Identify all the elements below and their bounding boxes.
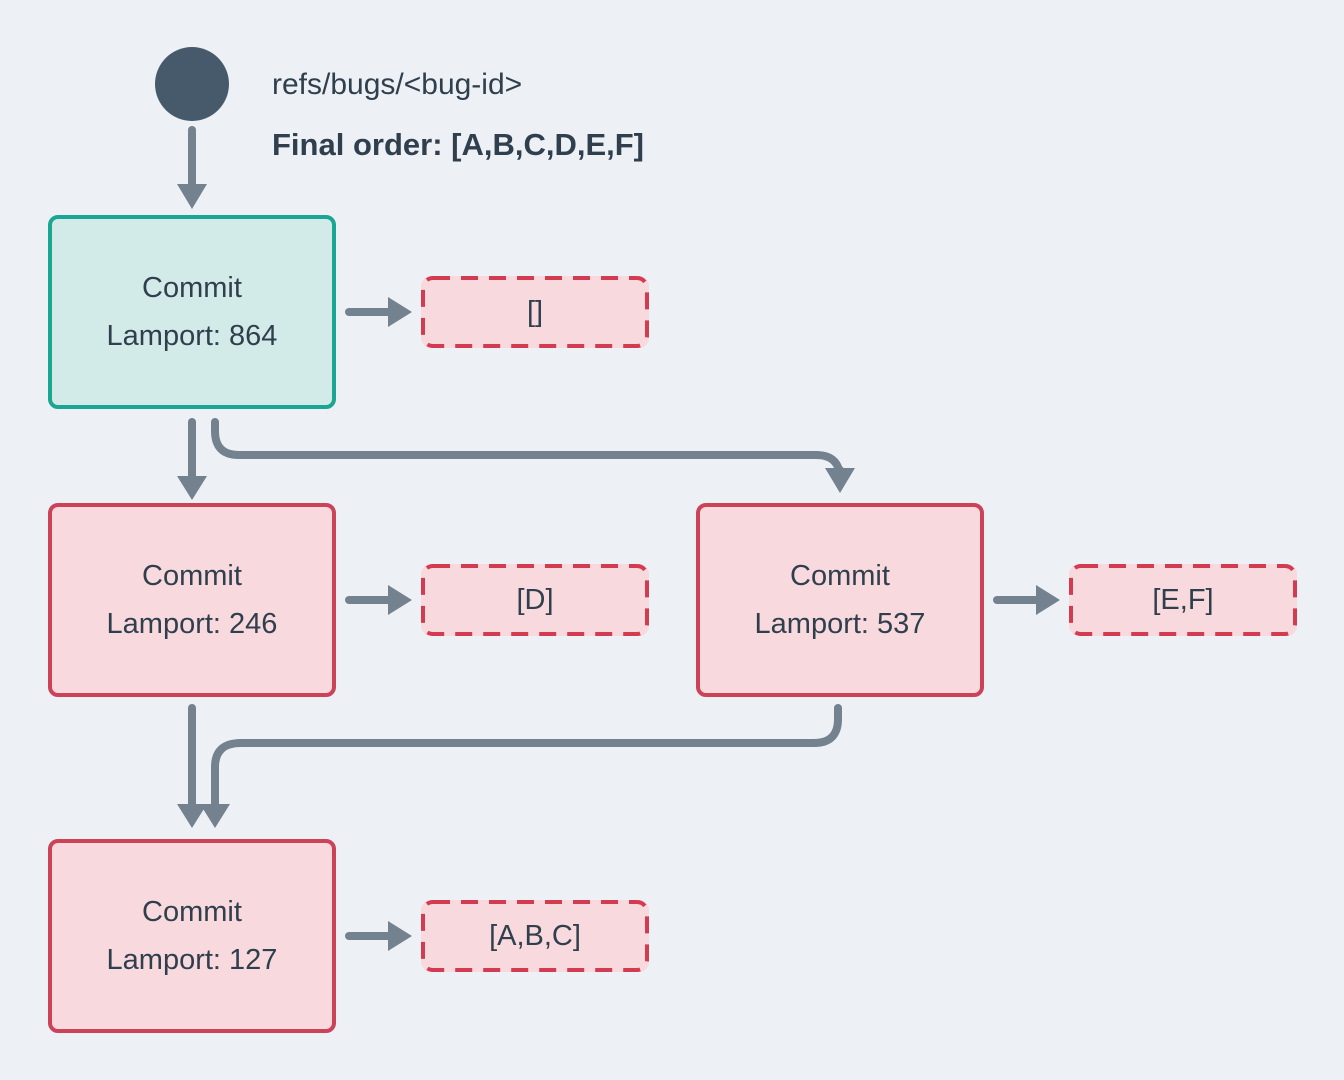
arrowhead-537-payload: [1036, 585, 1060, 615]
commit-lamport: Lamport: 537: [754, 608, 926, 640]
arrowhead-127-payload: [388, 921, 412, 951]
payload-value: [A,B,C]: [489, 919, 581, 952]
arrowhead-864-to-537: [825, 468, 855, 493]
commit-lamport: Lamport: 246: [106, 608, 278, 640]
final-order-label: Final order: [A,B,C,D,E,F]: [272, 127, 644, 162]
arrowhead-537-to-127: [200, 804, 230, 828]
commit-title: Commit: [142, 272, 242, 304]
commit-node-864: Commit Lamport: 864: [48, 215, 336, 409]
branch-ref-dot: [155, 47, 229, 121]
payload-box-246: [D]: [421, 564, 649, 636]
commit-node-537: Commit Lamport: 537: [696, 503, 984, 697]
arrowhead-246-to-127: [177, 804, 207, 828]
payload-value: []: [526, 295, 544, 328]
edge-537-to-127: [211, 704, 842, 810]
commit-lamport: Lamport: 127: [106, 944, 278, 976]
payload-box-864: []: [421, 276, 649, 348]
commit-title: Commit: [142, 560, 242, 592]
arrowhead-864-to-246: [177, 476, 207, 500]
arrowhead-ref-to-864: [177, 184, 207, 209]
arrowhead-864-payload: [388, 297, 412, 327]
payload-box-127: [A,B,C]: [421, 900, 649, 972]
payload-value: [E,F]: [1152, 583, 1214, 616]
commit-node-127: Commit Lamport: 127: [48, 839, 336, 1033]
edge-864-to-537: [211, 418, 844, 480]
payload-box-537: [E,F]: [1069, 564, 1297, 636]
payload-value: [D]: [516, 583, 554, 616]
commit-node-246: Commit Lamport: 246: [48, 503, 336, 697]
arrowhead-246-payload: [388, 585, 412, 615]
commit-lamport: Lamport: 864: [106, 320, 278, 352]
commit-title: Commit: [790, 560, 890, 592]
commit-title: Commit: [142, 896, 242, 928]
branch-ref-label: refs/bugs/<bug-id>: [272, 68, 523, 101]
